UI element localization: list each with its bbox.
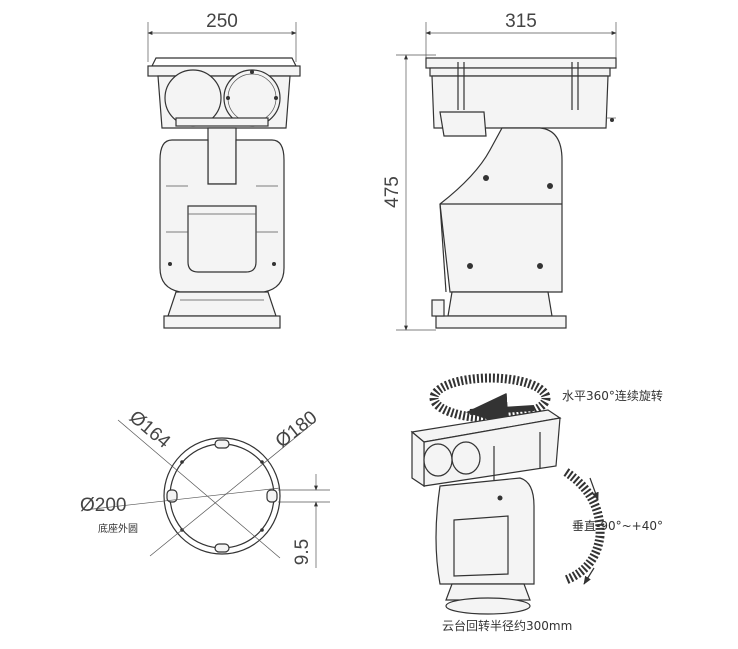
- rotation-radius-label: 云台回转半径约300mm: [442, 618, 572, 633]
- horizontal-rotation-ring: [429, 373, 551, 423]
- dia-164-label: Ø164: [125, 407, 174, 453]
- pan-tilt-body-side: [439, 127, 563, 293]
- outer-circle-label: 底座外圆: [98, 522, 138, 535]
- side-width-dimension: 315: [425, 11, 617, 62]
- rotation-view: 水平360°连续旋转 垂直-90°~+40° 云台回转半径约300mm: [410, 373, 663, 633]
- slot-dim-label: 9.5: [292, 539, 313, 565]
- slot-dimension: 9.5: [278, 474, 330, 568]
- side-height-label: 475: [382, 176, 403, 208]
- pan-tilt-body-3d: [435, 477, 535, 585]
- mount-slot-right: [266, 489, 278, 503]
- lens-3d-right: [451, 441, 481, 475]
- mount-slot-top: [214, 439, 230, 449]
- side-width-label: 315: [505, 11, 537, 32]
- base-3d: [445, 583, 531, 615]
- mount-slot-bottom: [214, 543, 230, 553]
- camera-housing-3d: [410, 409, 562, 488]
- base-side: [431, 291, 567, 329]
- side-view: 315 475: [382, 11, 617, 331]
- front-view: 250: [147, 11, 301, 329]
- camera-housing-side: [425, 57, 617, 137]
- dia-180-label: Ø180: [272, 407, 322, 452]
- front-width-dimension: 250: [147, 11, 297, 62]
- dia-200-label: Ø200: [80, 495, 126, 516]
- vertical-rotation-ring: [563, 468, 605, 585]
- mount-slot-left: [166, 489, 178, 503]
- lens-3d-left: [423, 443, 453, 477]
- base-bottom-view: Ø164 Ø180 Ø200 底座外圆 9.5: [80, 407, 330, 568]
- pan-tilt-body-front: [159, 127, 285, 293]
- side-height-dimension: 475: [382, 54, 436, 331]
- base-front: [163, 291, 281, 329]
- vertical-rotation-label: 垂直-90°~+40°: [572, 519, 663, 533]
- horizontal-rotation-label: 水平360°连续旋转: [562, 388, 663, 403]
- front-width-label: 250: [206, 11, 238, 32]
- camera-housing-front: [147, 57, 301, 129]
